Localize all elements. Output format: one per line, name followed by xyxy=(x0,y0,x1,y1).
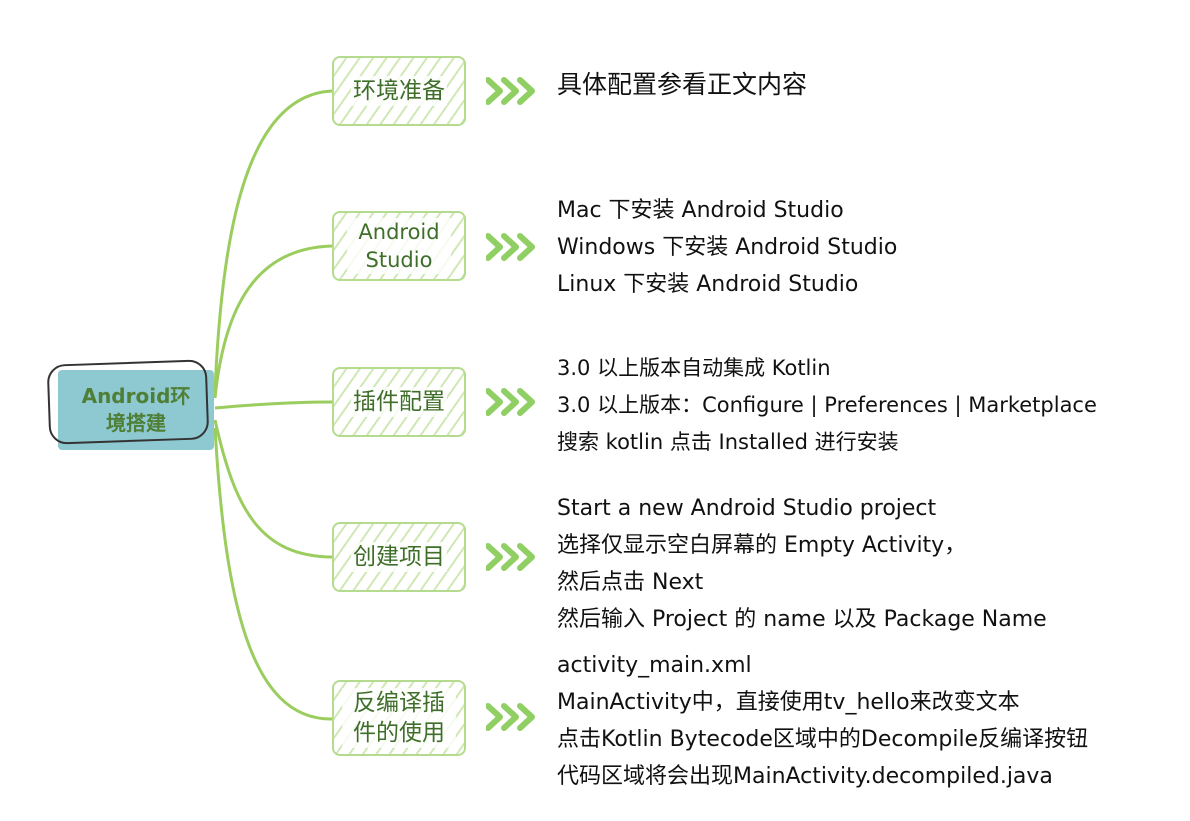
detail-line: Windows 下安装 Android Studio xyxy=(557,235,898,260)
detail-line: Start a new Android Studio project xyxy=(557,496,937,521)
branch-decompile: 反编译插件的使用 xyxy=(332,680,466,756)
arrow-icon xyxy=(486,388,535,416)
detail-line: MainActivity中，直接使用tv_hello来改变文本 xyxy=(557,690,1020,715)
detail-line: 选择仅显示空白屏幕的 Empty Activity， xyxy=(557,533,967,558)
detail-line: Linux 下安装 Android Studio xyxy=(557,272,859,297)
detail-line: 3.0 以上版本：Configure | Preferences | Marke… xyxy=(557,393,1097,417)
connector-plugin xyxy=(214,400,333,410)
detail-line: 具体配置参看正文内容 xyxy=(557,70,808,99)
arrow-icon xyxy=(486,77,535,105)
detail-line: Mac 下安装 Android Studio xyxy=(557,198,844,223)
connector-environment xyxy=(213,89,333,393)
details-create-project: Start a new Android Studio project 选择仅显示… xyxy=(557,490,1047,638)
details-plugin: 3.0 以上版本自动集成 Kotlin 3.0 以上版本：Configure |… xyxy=(557,350,1097,461)
arrow-icon xyxy=(486,703,535,731)
details-decompile: activity_main.xml MainActivity中，直接使用tv_h… xyxy=(557,647,1088,795)
root-label: Android环境搭建 xyxy=(81,384,191,435)
branch-plugin: 插件配置 xyxy=(332,367,466,437)
detail-line: activity_main.xml xyxy=(557,653,752,678)
detail-line: 搜索 kotlin 点击 Installed 进行安装 xyxy=(557,430,899,454)
branch-create-project-label: 创建项目 xyxy=(351,542,447,572)
branch-android-studio-label: Android Studio xyxy=(347,218,451,274)
root-fill xyxy=(58,370,214,450)
details-environment: 具体配置参看正文内容 xyxy=(557,66,807,103)
detail-line: 代码区域将会出现MainActivity.decompiled.java xyxy=(557,764,1053,789)
branch-plugin-label: 插件配置 xyxy=(351,387,447,417)
details-android-studio: Mac 下安装 Android Studio Windows 下安装 Andro… xyxy=(557,192,897,303)
detail-line: 3.0 以上版本自动集成 Kotlin xyxy=(557,356,831,380)
detail-line: 然后输入 Project 的 name 以及 Package Name xyxy=(557,607,1047,632)
arrow-icon xyxy=(486,233,535,261)
branch-create-project: 创建项目 xyxy=(332,522,466,592)
connector-decompile xyxy=(213,427,333,721)
connector-create-project xyxy=(213,419,333,559)
branch-android-studio: Android Studio xyxy=(332,211,466,281)
branch-environment: 环境准备 xyxy=(332,56,466,126)
connector-android-studio xyxy=(213,244,333,399)
branch-decompile-label: 反编译插件的使用 xyxy=(342,688,456,748)
branch-environment-label: 环境准备 xyxy=(351,76,447,106)
detail-line: 点击Kotlin Bytecode区域中的Decompile反编译按钮 xyxy=(557,727,1089,752)
detail-line: 然后点击 Next xyxy=(557,570,704,595)
arrow-icon xyxy=(486,543,535,571)
root-node: Android环境搭建 xyxy=(46,359,214,450)
